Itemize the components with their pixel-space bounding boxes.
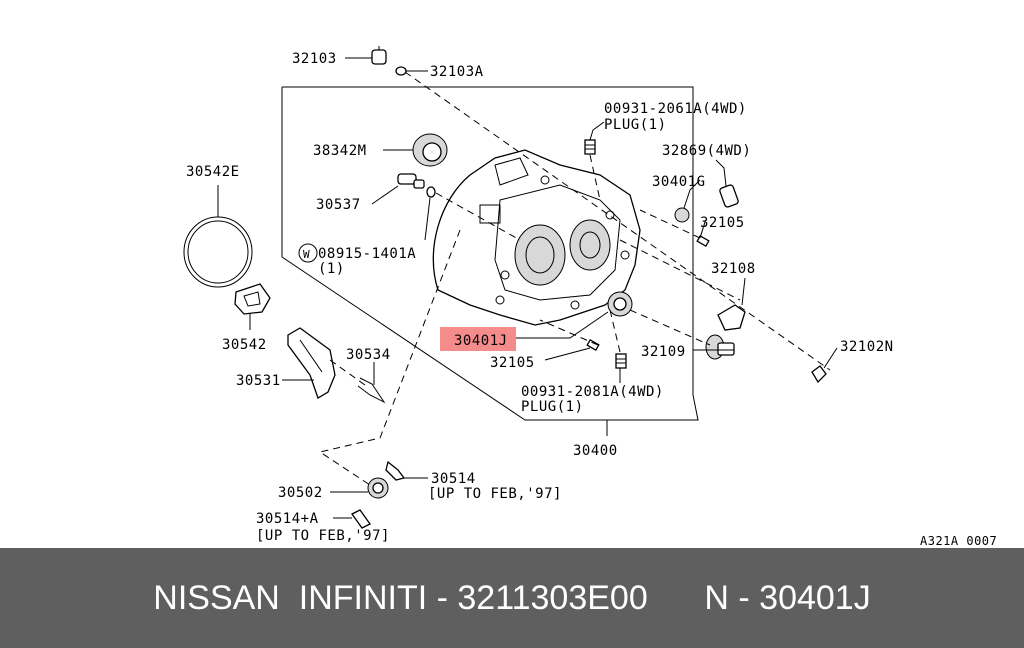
label-32105-top: 32105 [700, 215, 745, 231]
part-30502-bearing [367, 477, 389, 499]
washer-symbol-circle [298, 243, 318, 263]
label-plug-bottom: PLUG(1) [521, 399, 584, 415]
label-38342M: 38342M [313, 143, 367, 159]
part-38342M-seal [412, 133, 448, 167]
label-upto-1: [UP TO FEB,'97] [428, 486, 562, 502]
label-30531: 30531 [236, 373, 281, 389]
part-32108-cap [717, 304, 746, 331]
label-30537: 30537 [316, 197, 361, 213]
part-00931-2081A-plug [615, 353, 627, 369]
label-30514: 30514 [431, 471, 476, 487]
parts-diagram: 32103 32103A 00931-2061A(4WD) PLUG(1) 38… [183, 46, 997, 548]
label-32103: 32103 [292, 51, 337, 67]
label-08915: 08915-1401A [318, 246, 416, 262]
label-32108: 32108 [711, 261, 756, 277]
label-32103A: 32103A [430, 64, 484, 80]
label-qty1: (1) [318, 261, 345, 277]
part-00931-2061A-plug [584, 139, 596, 155]
assembly-outline [281, 86, 699, 421]
label-washer-symbol: W [303, 248, 310, 261]
part-32869-sleeve [719, 184, 739, 208]
label-32102N: 32102N [840, 339, 894, 355]
label-32869: 32869(4WD) [662, 143, 751, 159]
part-08915-washer [426, 186, 436, 198]
part-32103-bolt [371, 46, 387, 65]
label-30401J: 30401J [454, 333, 508, 349]
label-30502: 30502 [278, 485, 323, 501]
transmission-case [432, 149, 641, 326]
label-30400: 30400 [573, 443, 618, 459]
leader-lines [217, 57, 838, 519]
part-30531-fork [287, 327, 336, 399]
part-30514-clip [385, 460, 406, 481]
label-00931-2061A: 00931-2061A(4WD) [604, 101, 747, 117]
part-32103A-washer [395, 66, 407, 76]
label-32105-bottom: 32105 [490, 355, 535, 371]
footer-part-number-text: NISSAN INFINITI - 3211303E00 N - 30401J [153, 579, 871, 617]
part-30542-boot [234, 283, 271, 315]
label-30401G: 30401G [652, 174, 706, 190]
highlight-box [440, 327, 516, 351]
label-30542: 30542 [222, 337, 267, 353]
label-30514A: 30514+A [256, 511, 319, 527]
part-32105-bottom-pin [586, 339, 600, 351]
label-reference-code: A321A 0007 [920, 534, 997, 548]
label-32109: 32109 [641, 344, 686, 360]
label-upto-2: [UP TO FEB,'97] [256, 528, 390, 544]
part-32109-shaft [705, 334, 735, 360]
assembly-dashed-lines [318, 71, 831, 486]
part-30401J-seal [607, 291, 633, 317]
part-30401G-seal [674, 207, 690, 223]
part-30534-spring [357, 377, 386, 404]
footer-bar: NISSAN INFINITI - 3211303E00 N - 30401J [0, 548, 1024, 648]
part-30537-pin [397, 173, 425, 189]
part-32105-top-pin [696, 235, 710, 247]
label-30534: 30534 [346, 347, 391, 363]
label-30542E: 30542E [186, 164, 240, 180]
part-32102N-clip [811, 365, 827, 384]
part-30514A-clip [351, 509, 371, 529]
label-00931-2081A: 00931-2081A(4WD) [521, 384, 664, 400]
label-plug-top: PLUG(1) [604, 117, 667, 133]
part-30542E-ring [183, 216, 253, 288]
